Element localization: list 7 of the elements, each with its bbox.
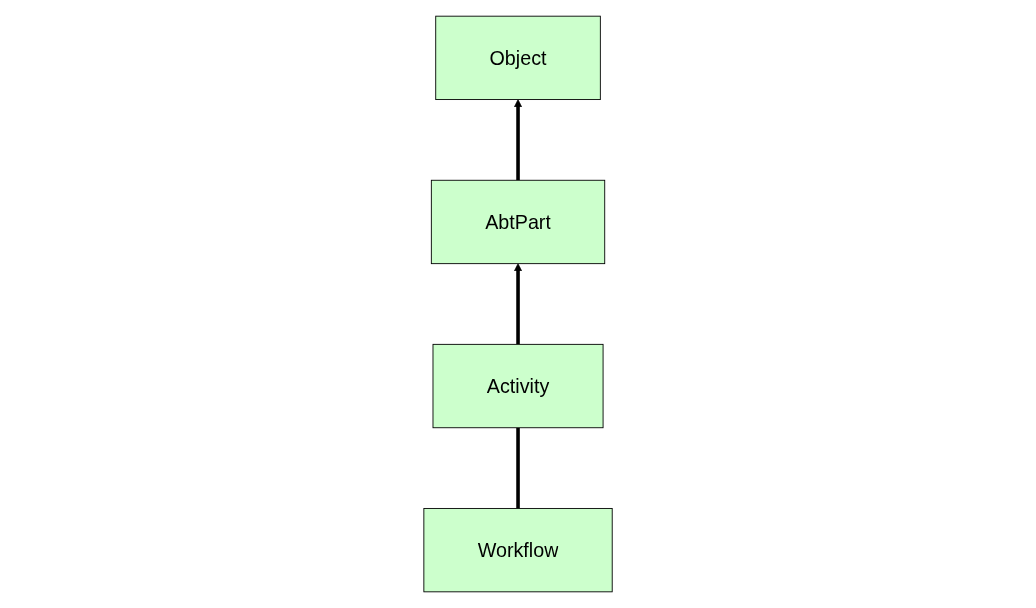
node-box: AbtPart — [430, 179, 606, 265]
node-box: Object — [435, 15, 601, 100]
arrow — [514, 99, 522, 181]
connector — [516, 427, 520, 509]
node-box: Activity — [432, 343, 604, 429]
node-box: Workflow — [423, 508, 613, 593]
arrow — [514, 263, 522, 345]
